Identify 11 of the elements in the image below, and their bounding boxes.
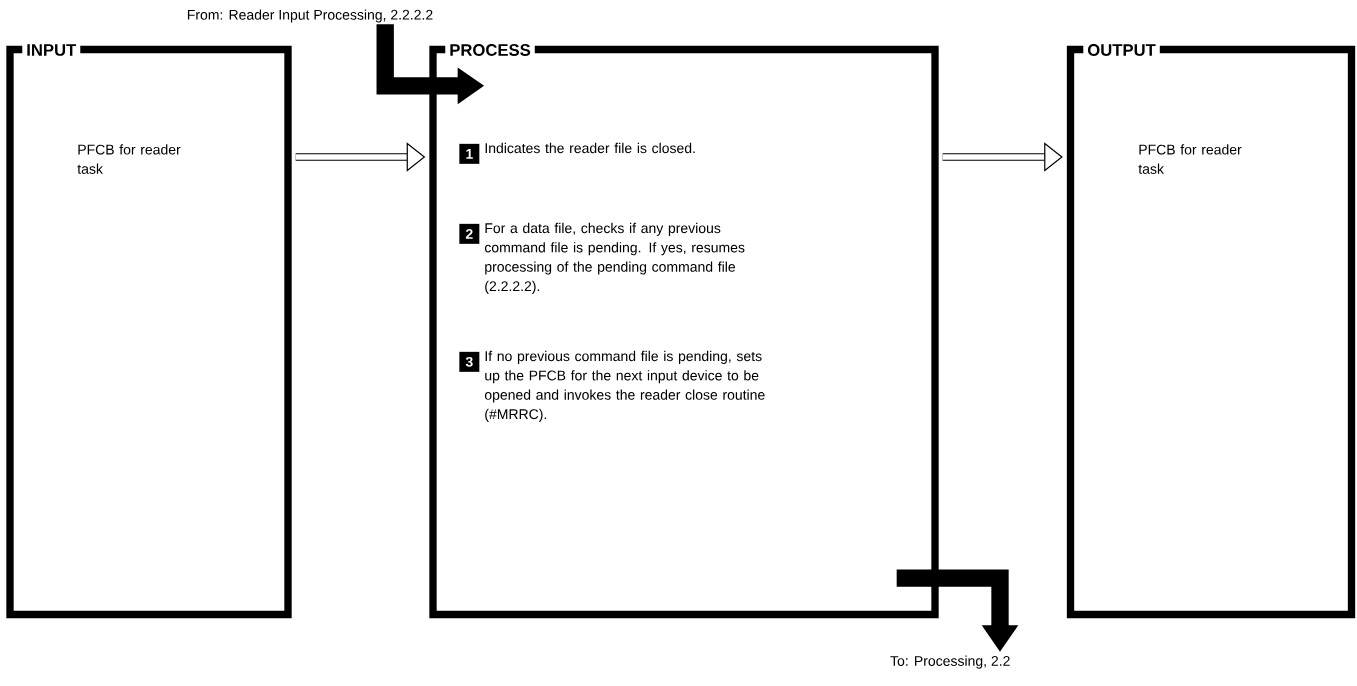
data-arrow	[942, 142, 1063, 172]
input-box: INPUT PFCB for reader task	[6, 42, 292, 619]
reference-text: To: Processing, 2.2	[890, 655, 1010, 669]
step-number: 1	[459, 143, 480, 164]
step-number: 2	[459, 223, 480, 244]
step-text: If no previous command file is pending, sets up the PFCB for the next input device to be opened and invokes the reader close routine (#MRRC).	[484, 350, 765, 422]
output-box: OUTPUT PFCB for reader task	[1066, 42, 1356, 619]
step-text: For a data file, checks if any previous command file is pending. If yes, resumes processing of the pending command file (2.2.2.2).	[484, 222, 745, 294]
step-text: Indicates the reader file is closed.	[485, 142, 695, 154]
reference-text: From: Reader Input Processing, 2.2.2.2	[187, 9, 433, 23]
step-number: 3	[459, 351, 480, 372]
